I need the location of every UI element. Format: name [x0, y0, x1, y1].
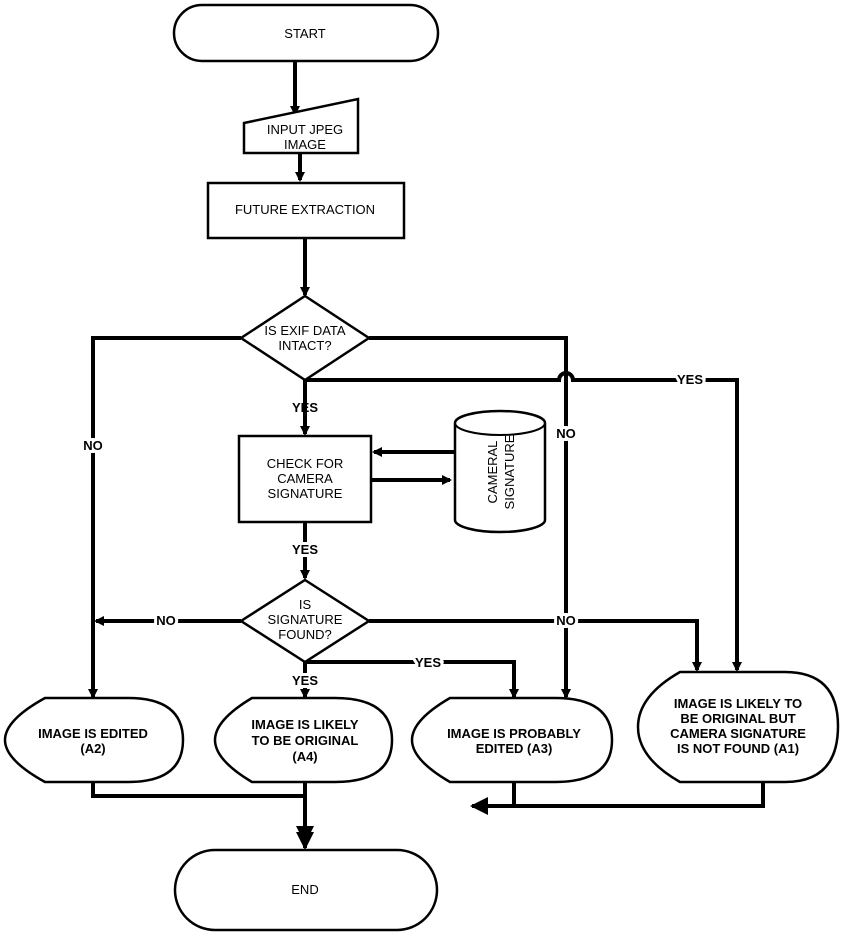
exif-no-right-label: NO [556, 426, 576, 441]
output-a2 [3, 696, 185, 784]
extraction-box [206, 181, 406, 240]
edge-a2-merge [91, 782, 305, 798]
database-label-1: CAMERAL [485, 441, 500, 504]
sig-no-left-label: NO [156, 613, 176, 628]
signature-label-1: IS [299, 597, 312, 612]
a4-label-2: TO BE ORIGINAL [252, 733, 359, 748]
signature-label-3: FOUND? [278, 627, 331, 642]
sig-no-right-label: NO [556, 613, 576, 628]
signature-database [453, 409, 547, 534]
check-label-3: SIGNATURE [268, 486, 343, 501]
output-a1 [636, 670, 840, 784]
check-signature-box [237, 434, 373, 524]
edge-exif-no-a3 [369, 336, 571, 699]
a1-label-4: IS NOT FOUND (A1) [677, 741, 799, 756]
a1-label-3: CAMERA SIGNATURE [670, 726, 806, 741]
end-terminator [173, 848, 439, 932]
database-label-2: SIGNATURE [502, 434, 517, 509]
edge-a1-merge [470, 782, 765, 815]
edge-exif-yes-a1 [305, 371, 742, 672]
output-a3 [410, 696, 614, 784]
start-label: START [284, 26, 325, 41]
exif-no-left-label: NO [83, 438, 103, 453]
end-label: END [291, 882, 318, 897]
check-yes-label: YES [292, 542, 318, 557]
exif-yes-right-label: YES [677, 372, 703, 387]
a3-label-2: EDITED (A3) [476, 741, 553, 756]
input-label-2: IMAGE [284, 137, 326, 152]
signature-decision [238, 578, 372, 664]
exif-label-2: INTACT? [278, 338, 331, 353]
sig-yes-mid-label: YES [415, 655, 441, 670]
exif-yes-down-label: YES [292, 400, 318, 415]
extraction-label: FUTURE EXTRACTION [235, 202, 375, 217]
a2-label-1: IMAGE IS EDITED [38, 726, 148, 741]
a4-label-1: IMAGE IS LIKELY [251, 717, 358, 732]
a2-label-2: (A2) [80, 741, 105, 756]
edge-sig-no-a1 [369, 619, 702, 672]
a1-label-1: IMAGE IS LIKELY TO [674, 696, 802, 711]
exif-decision [238, 294, 372, 382]
check-label-2: CAMERA [277, 471, 333, 486]
signature-label-2: SIGNATURE [268, 612, 343, 627]
a1-label-2: BE ORIGINAL BUT [680, 711, 795, 726]
start-terminator [172, 3, 440, 63]
sig-yes-down-label: YES [292, 673, 318, 688]
database-rim [454, 422, 546, 436]
edge-sig-yes-a3 [305, 660, 519, 699]
a4-label-3: (A4) [292, 749, 317, 764]
edge-exif-no-a2 [88, 336, 241, 699]
output-a4 [213, 696, 394, 784]
a3-label-1: IMAGE IS PROBABLY [447, 726, 581, 741]
input-shape [242, 97, 360, 155]
input-label-1: INPUT JPEG [267, 122, 343, 137]
exif-label-1: IS EXIF DATA [264, 323, 345, 338]
check-label-1: CHECK FOR [267, 456, 344, 471]
